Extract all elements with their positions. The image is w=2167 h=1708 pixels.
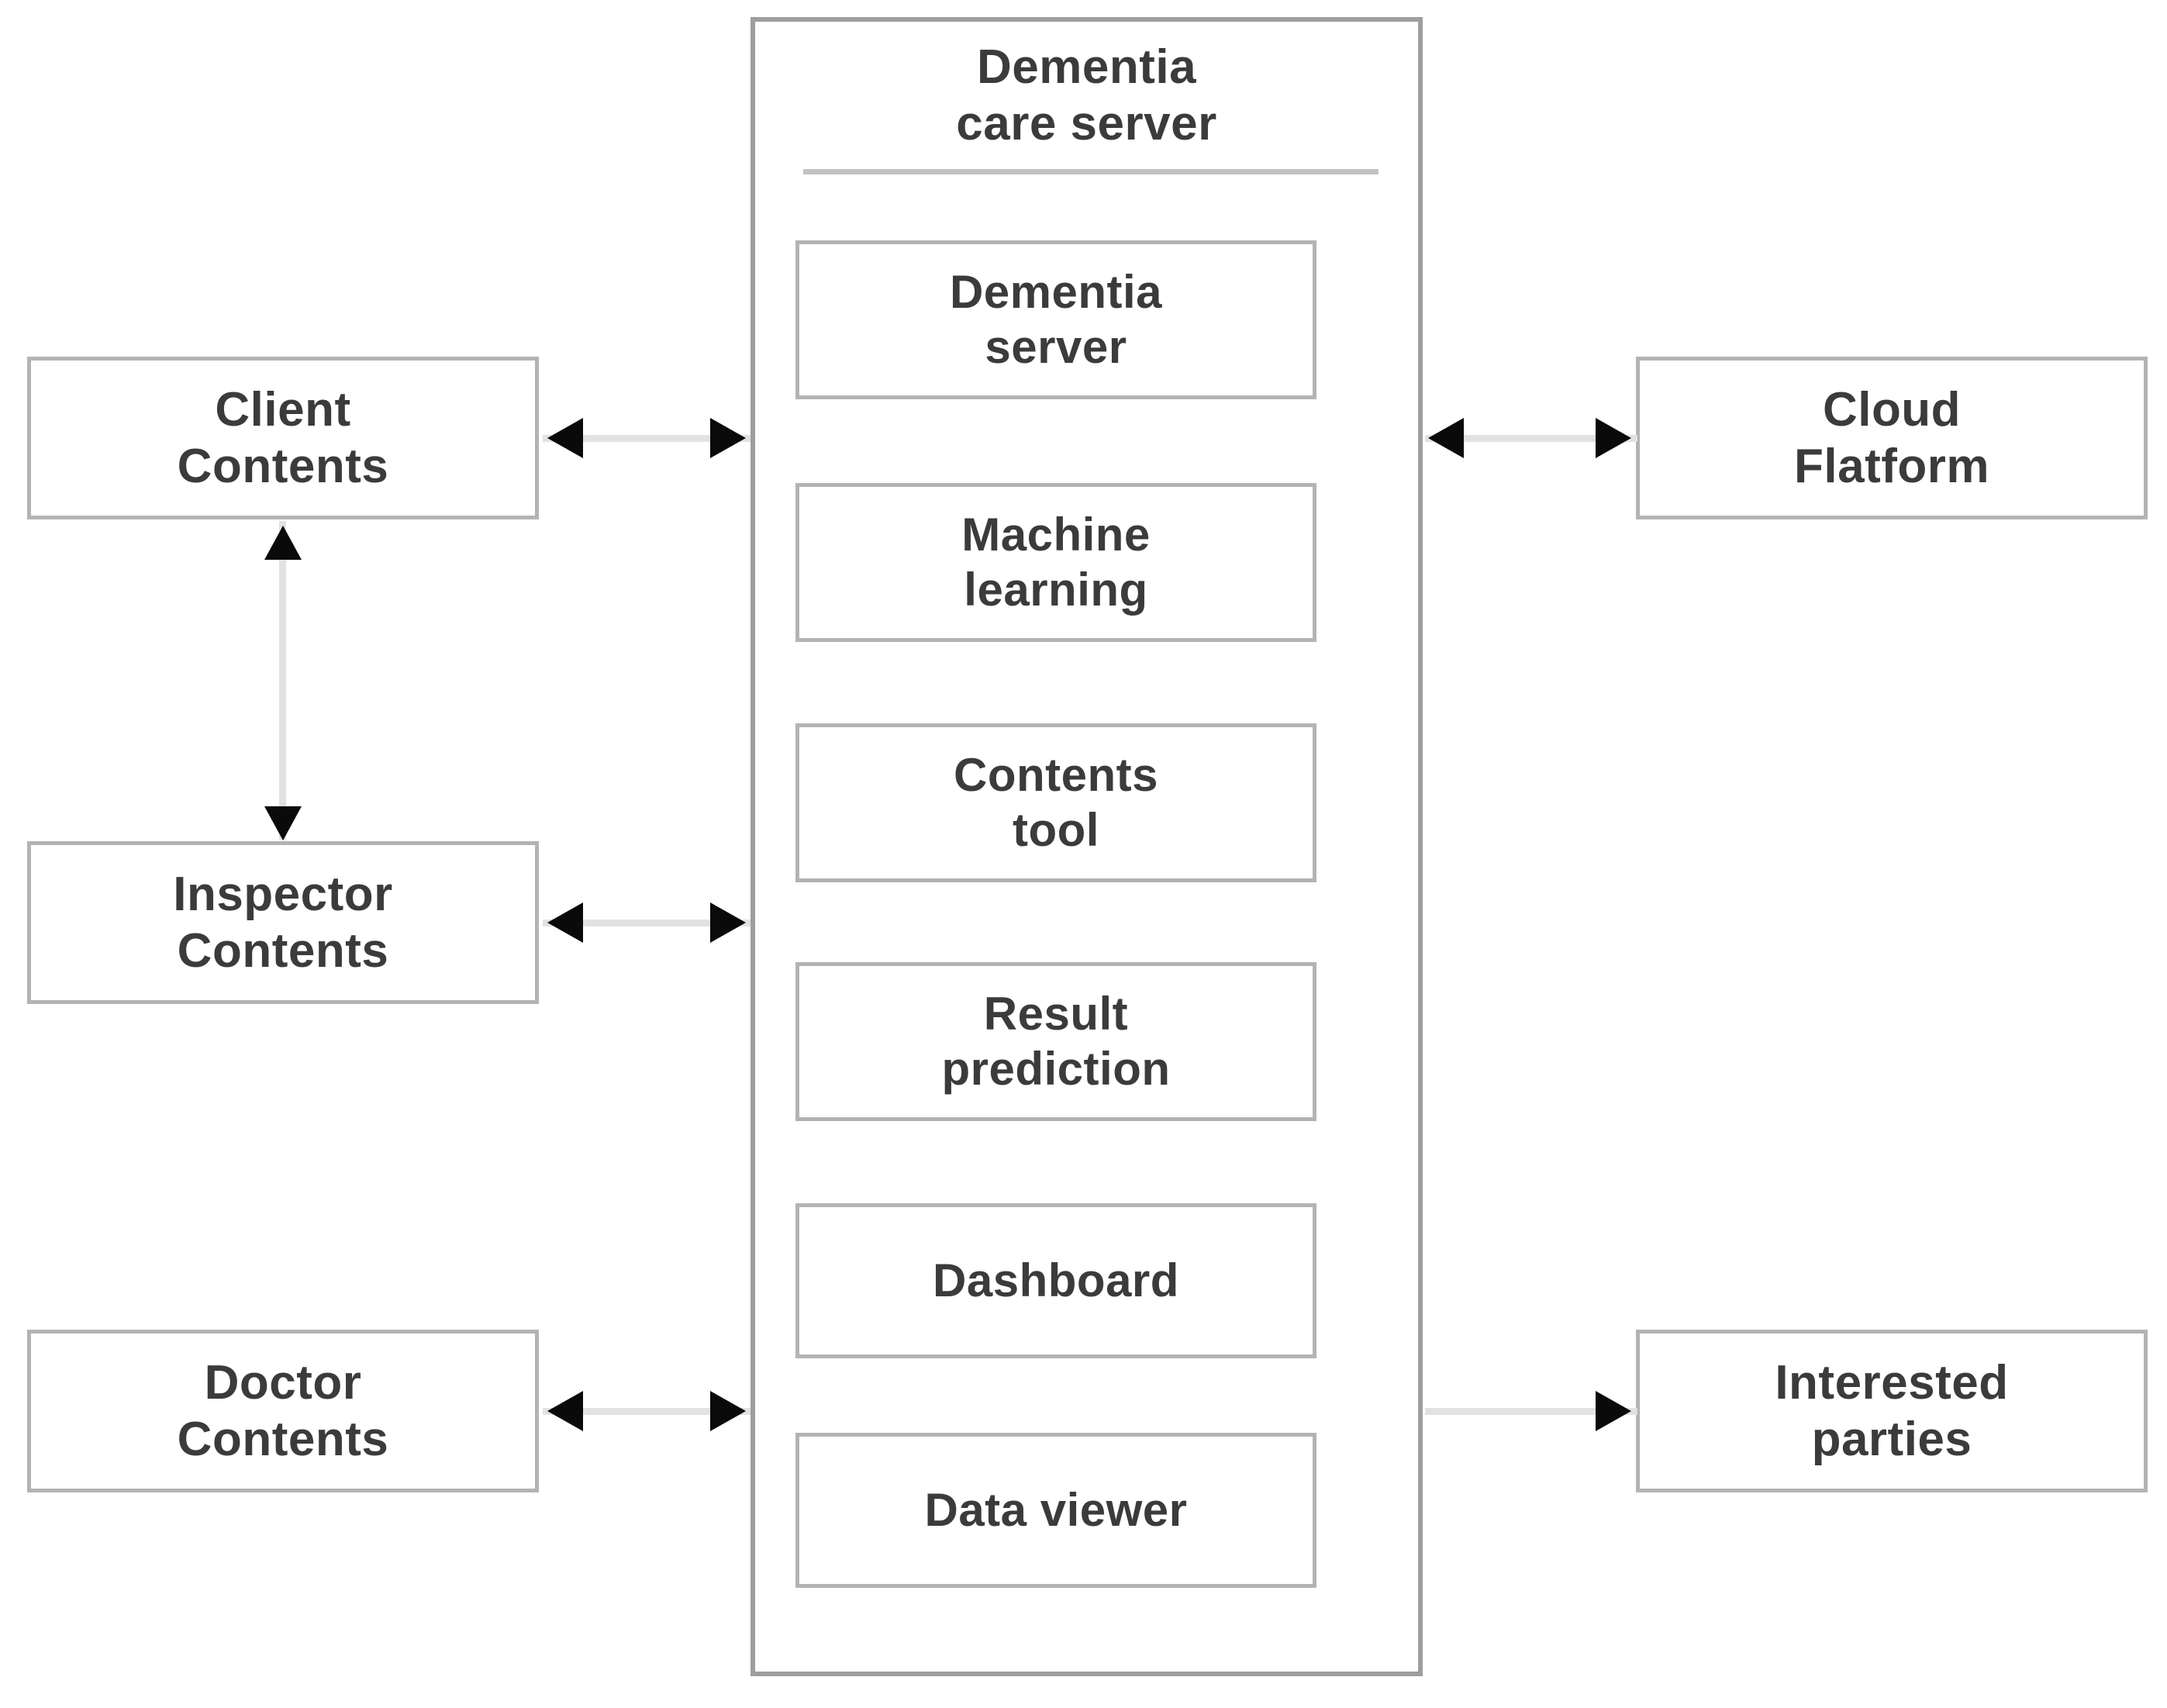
connector-inspector-to-server-arrowhead-right: [710, 902, 746, 943]
module-dementia-server[interactable]: Dementia server: [795, 240, 1316, 399]
connector-client-to-inspector-arrowhead-down: [264, 806, 302, 840]
node-client-contents[interactable]: Client Contents: [27, 357, 539, 519]
module-result-prediction[interactable]: Result prediction: [795, 962, 1316, 1121]
dementia-care-server-title: Dementia care server: [956, 40, 1217, 151]
connector-server-to-parties-line: [1425, 1408, 1637, 1415]
connector-server-to-cloud-arrowhead-left: [1428, 418, 1464, 458]
connector-inspector-to-server-line: [543, 920, 751, 926]
module-contents-tool[interactable]: Contents tool: [795, 723, 1316, 882]
connector-server-to-cloud-arrowhead-right: [1596, 418, 1631, 458]
connector-server-to-cloud-line: [1425, 435, 1637, 442]
node-interested-parties[interactable]: Interested parties: [1636, 1330, 2148, 1492]
node-inspector-contents[interactable]: Inspector Contents: [27, 841, 539, 1004]
connector-client-to-inspector-arrowhead-up: [264, 526, 302, 560]
module-machine-learning[interactable]: Machine learning: [795, 483, 1316, 642]
connector-doctor-to-server-arrowhead-right: [710, 1391, 746, 1431]
module-dashboard[interactable]: Dashboard: [795, 1203, 1316, 1358]
node-doctor-contents[interactable]: Doctor Contents: [27, 1330, 539, 1492]
title-underline-divider: [803, 169, 1379, 174]
connector-inspector-to-server-arrowhead-left: [547, 902, 583, 943]
connector-client-to-server-arrowhead-left: [547, 418, 583, 458]
node-dementia-care-server[interactable]: Dementia care server Dementia server Mac…: [751, 17, 1423, 1676]
connector-client-to-inspector-line: [279, 521, 286, 840]
connector-doctor-to-server-line: [543, 1408, 751, 1415]
connector-server-to-parties-arrowhead-right: [1596, 1391, 1631, 1431]
connector-client-to-server-arrowhead-right: [710, 418, 746, 458]
module-data-viewer[interactable]: Data viewer: [795, 1433, 1316, 1588]
node-cloud-flatform[interactable]: Cloud Flatform: [1636, 357, 2148, 519]
connector-doctor-to-server-arrowhead-left: [547, 1391, 583, 1431]
connector-client-to-server-line: [543, 435, 751, 442]
